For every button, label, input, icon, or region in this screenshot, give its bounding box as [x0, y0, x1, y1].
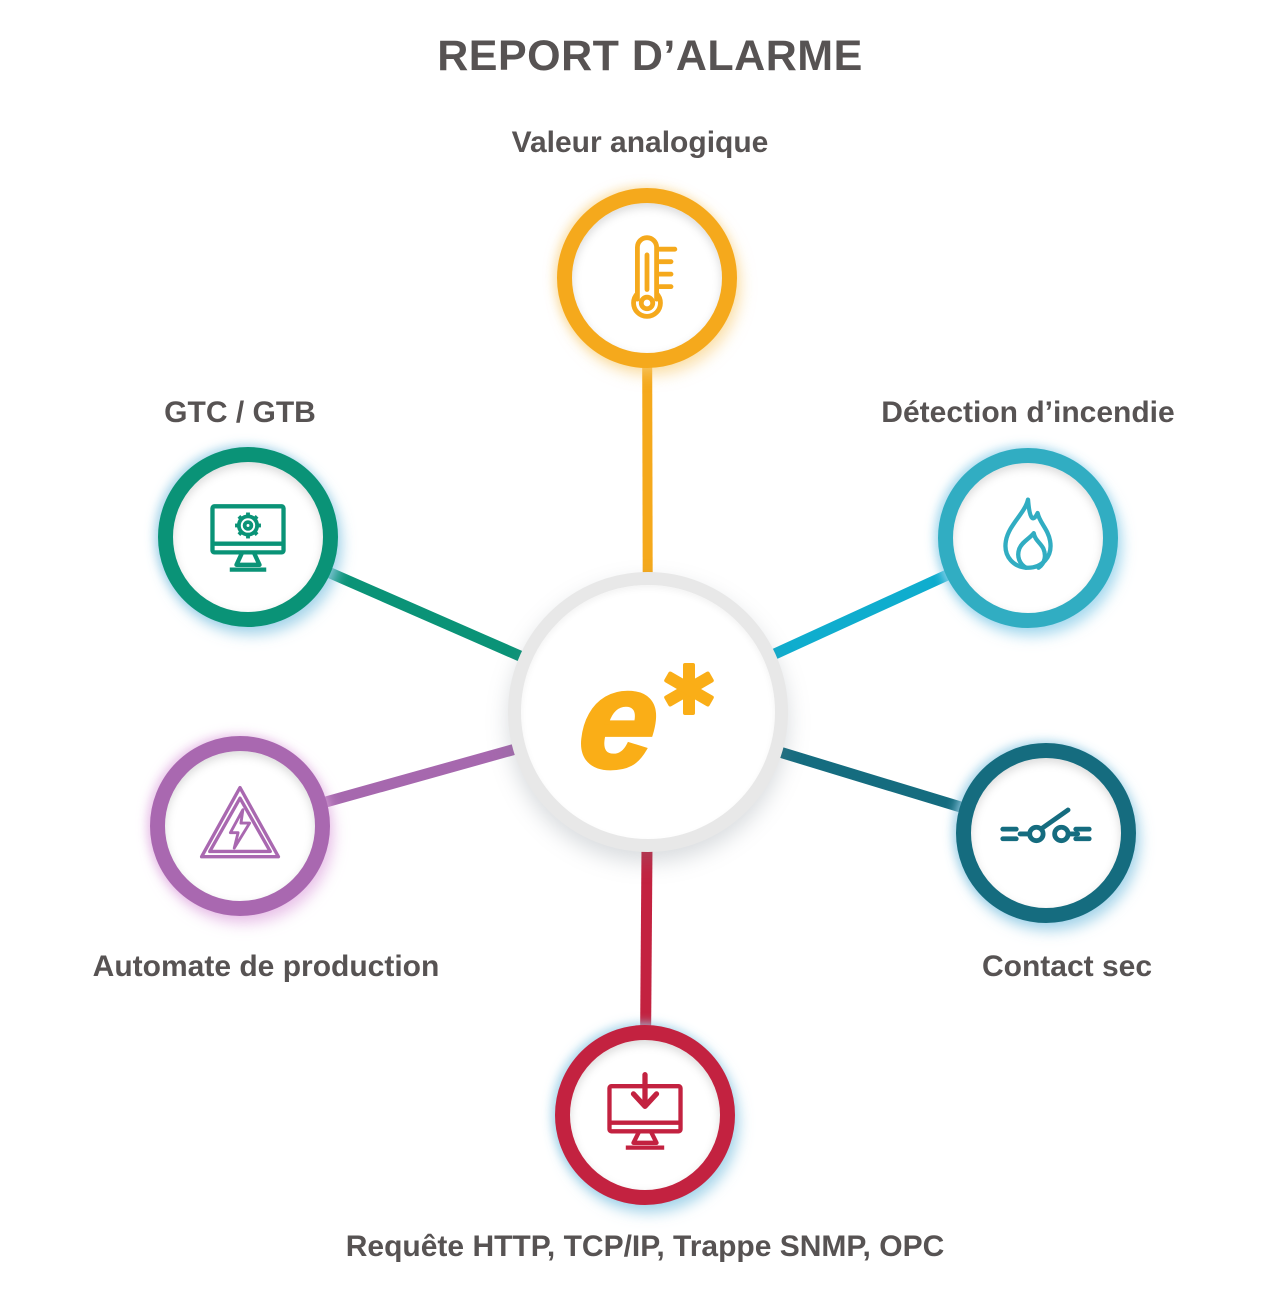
label-detection-incendie: Détection d’incendie	[881, 396, 1175, 429]
monitor-download-icon	[595, 1065, 695, 1165]
switch-contact-icon	[996, 783, 1096, 883]
label-gtc-gtb: GTC / GTB	[164, 396, 316, 429]
flame-icon	[978, 488, 1078, 588]
logo-letter: e	[571, 641, 668, 799]
node-gtc-gtb	[158, 447, 338, 627]
central-hub: e	[508, 572, 788, 852]
label-contact-sec: Contact sec	[981, 950, 1153, 983]
monitor-gear-icon	[198, 487, 298, 587]
node-requete	[555, 1025, 735, 1205]
node-valeur-analogique	[557, 188, 737, 368]
label-requete: Requête HTTP, TCP/IP, Trappe SNMP, OPC	[345, 1230, 945, 1263]
node-detection-incendie	[938, 448, 1118, 628]
e-star-logo: e	[571, 635, 716, 799]
warning-triangle-icon	[190, 776, 290, 876]
node-contact-sec	[956, 743, 1136, 923]
asterisk-star-icon	[664, 663, 715, 715]
label-valeur-analogique: Valeur analogique	[511, 126, 769, 159]
page-title: REPORT D’ALARME	[437, 32, 863, 80]
thermometer-icon	[597, 228, 697, 328]
node-automate-production	[150, 736, 330, 916]
label-automate-production: Automate de production	[92, 950, 440, 983]
